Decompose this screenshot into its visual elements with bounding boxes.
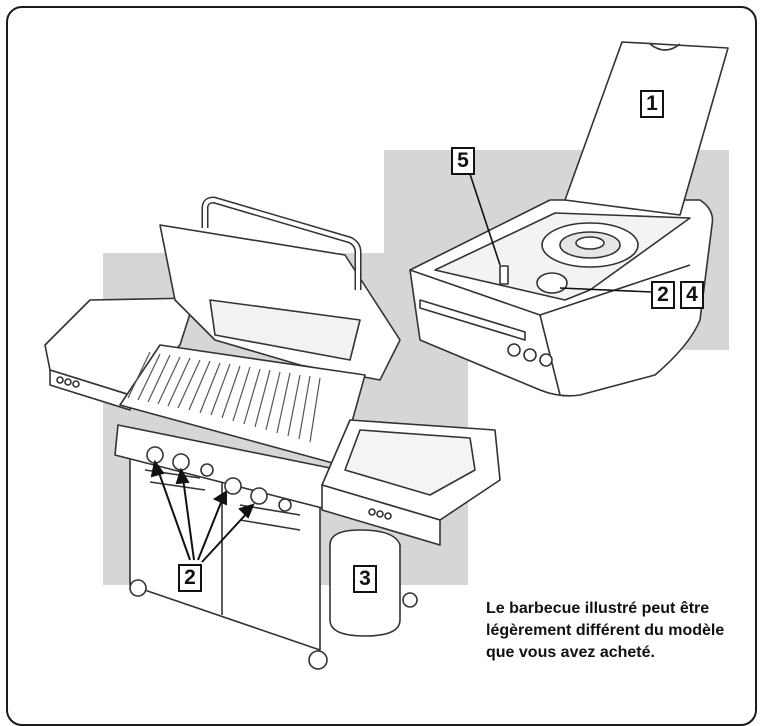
- side-burner-knob: [536, 272, 568, 294]
- callout-valve: 4: [680, 281, 704, 309]
- main-grill: [44, 196, 501, 670]
- knob-5: [250, 487, 268, 505]
- side-burner-lid: [564, 41, 729, 216]
- side-knob-3: [539, 353, 553, 367]
- callout-main-knobs: 2: [178, 564, 202, 592]
- caster-right: [308, 650, 328, 670]
- leader-lines: [467, 167, 653, 293]
- callout-burner-knob: 2: [651, 281, 675, 309]
- callout-igniter: 5: [451, 147, 475, 175]
- caster-left: [129, 579, 147, 597]
- callout-tank: 3: [353, 565, 377, 593]
- disclaimer-note: Le barbecue illustré peut être légèremen…: [486, 600, 725, 661]
- grill-illustration: [44, 41, 729, 670]
- firebox: [119, 344, 366, 466]
- igniter-post: [499, 265, 509, 285]
- side-burner-detail: [409, 41, 729, 397]
- callout-lid: 1: [640, 90, 664, 118]
- knob-4: [224, 477, 242, 495]
- knob-pointers: [150, 459, 255, 563]
- side-knob-2: [523, 348, 537, 362]
- knob-2: [172, 453, 190, 471]
- side-knob-1: [507, 343, 521, 357]
- knob-3: [200, 463, 214, 477]
